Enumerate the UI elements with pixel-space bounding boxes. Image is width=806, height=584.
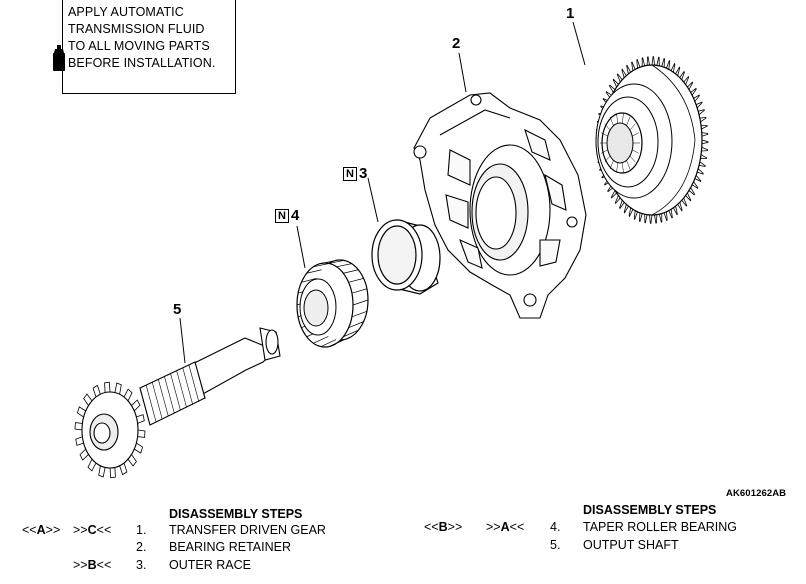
callout-3-number: 3	[359, 165, 368, 182]
note-line-4: BEFORE INSTALLATION.	[68, 56, 216, 70]
step-code-b: >>C<<	[73, 523, 112, 537]
callout-4-number: 4	[291, 207, 300, 224]
note-line-2: TRANSMISSION FLUID	[68, 22, 205, 36]
callout-5: 5	[173, 301, 182, 318]
bearing-retainer	[413, 92, 587, 319]
step-label: OUTPUT SHAFT	[583, 538, 679, 552]
step-number: 5.	[550, 538, 561, 552]
lubrication-note: APPLY AUTOMATIC TRANSMISSION FLUID TO AL…	[48, 0, 236, 95]
taper-roller-bearing	[296, 259, 369, 348]
step-code-a: <<B>>	[424, 520, 463, 534]
callout-1: 1	[566, 5, 575, 22]
step-code-b: >>B<<	[73, 558, 112, 572]
note-border	[62, 0, 236, 94]
outer-race	[371, 219, 441, 295]
step-number: 2.	[136, 540, 147, 554]
step-code-b: >>A<<	[486, 520, 525, 534]
leader-lines	[179, 21, 586, 364]
new-part-badge: N	[343, 167, 357, 181]
steps-left-header: DISASSEMBLY STEPS	[169, 507, 303, 521]
step-label: TAPER ROLLER BEARING	[583, 520, 737, 534]
step-code-a: <<A>>	[22, 523, 61, 537]
note-line-3: TO ALL MOVING PARTS	[68, 39, 210, 53]
figure-code: AK601262AB	[726, 488, 787, 499]
step-label: OUTER RACE	[169, 558, 251, 572]
step-label: TRANSFER DRIVEN GEAR	[169, 523, 326, 537]
step-number: 4.	[550, 520, 561, 534]
step-number: 1.	[136, 523, 147, 537]
callout-2: 2	[452, 35, 461, 52]
output-shaft	[74, 327, 281, 479]
transfer-driven-gear	[595, 56, 709, 224]
note-line-1: APPLY AUTOMATIC	[68, 5, 184, 19]
step-label: BEARING RETAINER	[169, 540, 292, 554]
new-part-badge: N	[275, 209, 289, 223]
steps-right-header: DISASSEMBLY STEPS	[583, 503, 717, 517]
step-number: 3.	[136, 558, 147, 572]
